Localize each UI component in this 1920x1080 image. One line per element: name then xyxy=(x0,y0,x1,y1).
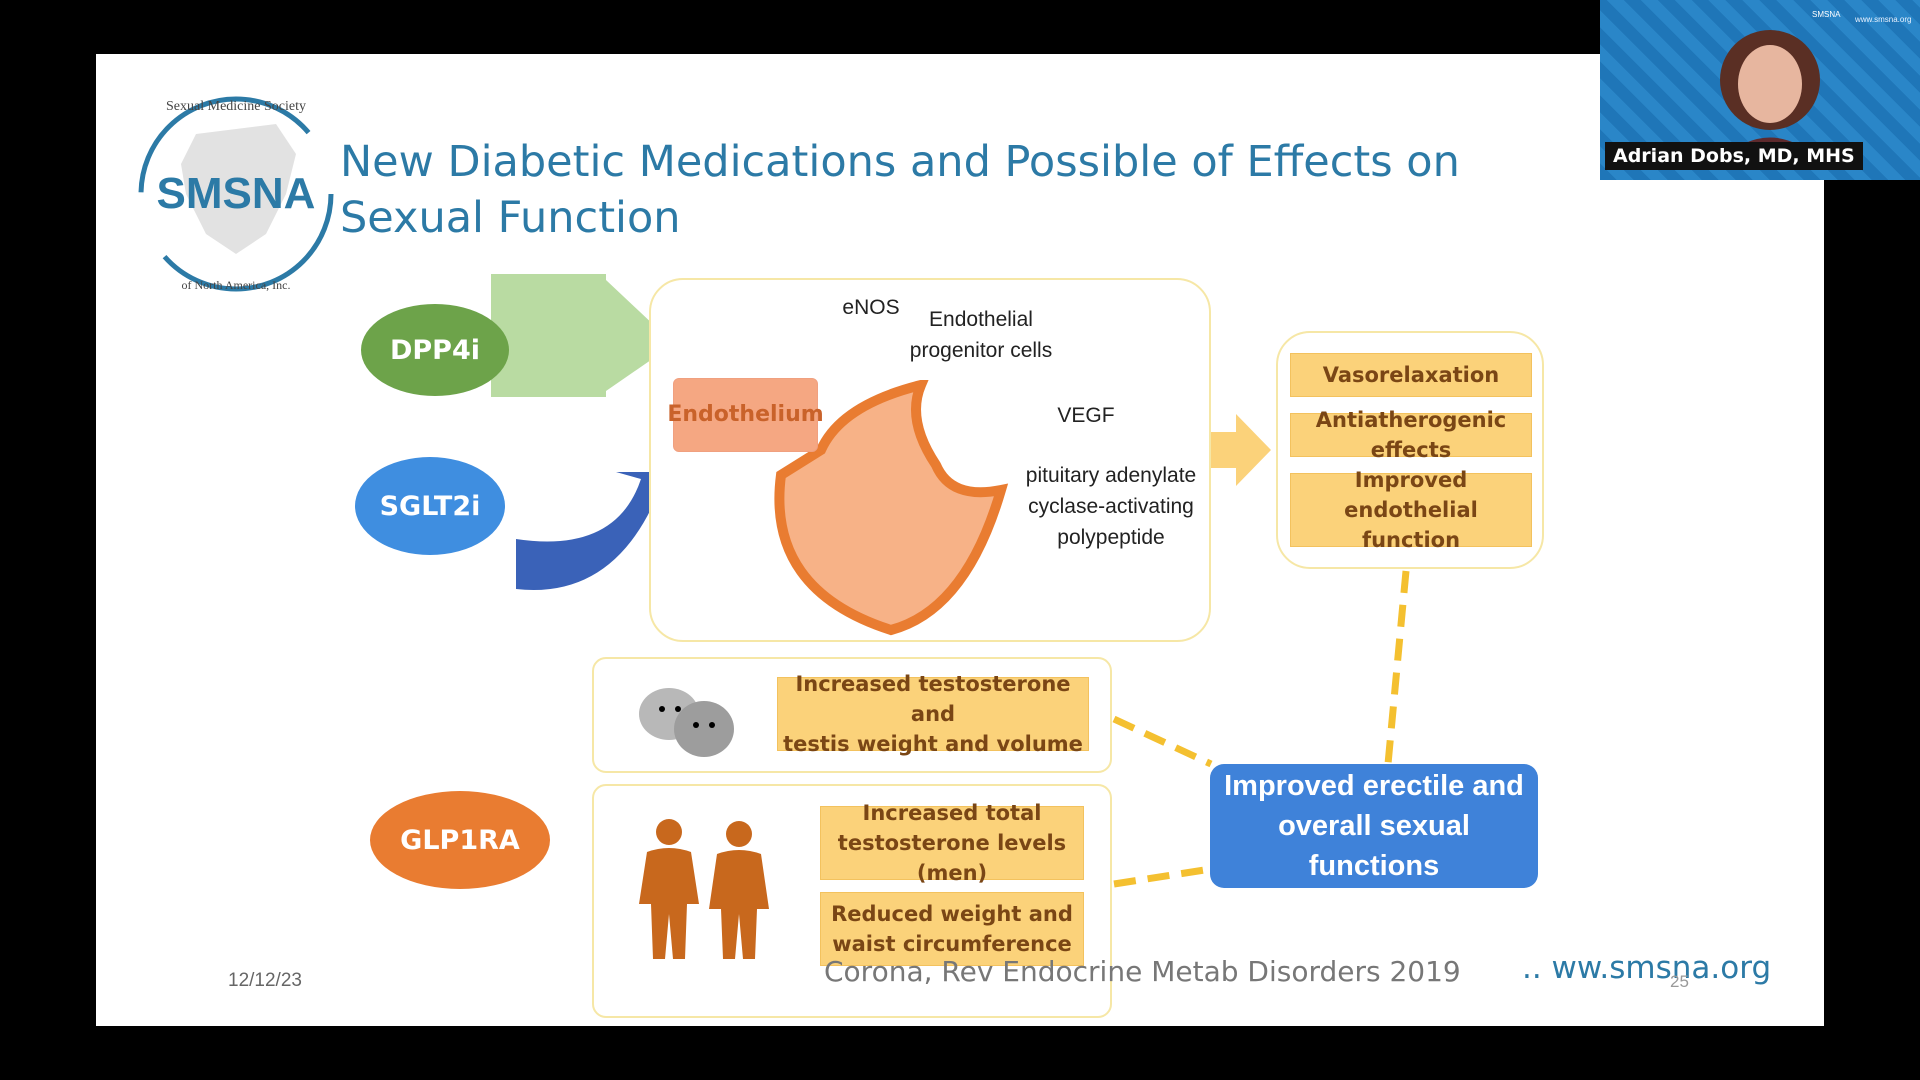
citation: Corona, Rev Endocrine Metab Disorders 20… xyxy=(824,955,1461,988)
sglt2i-pill: SGLT2i xyxy=(355,457,505,555)
enos-label: eNOS xyxy=(842,296,900,319)
vegf-label: VEGF xyxy=(1057,404,1115,427)
diagram-connectors xyxy=(491,274,1410,888)
website: .. ww.smsna.org xyxy=(1522,950,1772,986)
dpp4i-label: DPP4i xyxy=(389,334,481,366)
presenter-video[interactable]: SMSNA www.smsna.org Adrian Dobs, MD, MHS xyxy=(1600,0,1920,180)
effects-panel: Vasorelaxation Antiatherogenic effects I… xyxy=(1276,331,1544,569)
testosterone-outcome-connector xyxy=(1112,715,1213,768)
video-badge: SMSNA xyxy=(1812,10,1841,19)
endothelium-label: Endothelium xyxy=(667,378,824,452)
slide-title: New Diabetic Medications and Possible of… xyxy=(340,134,1540,246)
svg-text:SMSNA: SMSNA xyxy=(157,169,316,218)
smsna-logo: SMSNA Sexual Medicine Society of North A… xyxy=(126,84,346,309)
glp1ra-pill: GLP1RA xyxy=(370,791,550,889)
pacap-label: pituitary adenylate cyclase-activating p… xyxy=(1025,464,1197,549)
effects-arrow xyxy=(1211,414,1271,486)
glp1ra-label: GLP1RA xyxy=(400,824,520,856)
vessel-illustration xyxy=(774,380,1009,636)
progenitor-label: Endothelial progenitor cells xyxy=(909,308,1053,362)
title-line-1: New Diabetic Medications and Possible of… xyxy=(340,137,1460,187)
slide-date: 12/12/23 xyxy=(228,970,302,991)
presentation-slide: SMSNA Sexual Medicine Society of North A… xyxy=(96,54,1824,1026)
sglt2i-label: SGLT2i xyxy=(379,490,481,522)
title-line-2: Sexual Function xyxy=(340,193,681,243)
svg-text:of North America, Inc.: of North America, Inc. xyxy=(182,278,291,292)
total-outcome-connector xyxy=(1113,865,1212,888)
people-icon xyxy=(639,819,769,959)
antiatherogenic-box: Antiatherogenic effects xyxy=(1290,408,1532,462)
sglt2i-arrow xyxy=(516,472,676,590)
endothelium-panel: Endothelium eNOS Endothelial progenitor … xyxy=(649,278,1211,642)
dpp4i-arrow xyxy=(491,274,674,397)
hamster-icon xyxy=(639,688,734,757)
vasorelaxation-box: Vasorelaxation xyxy=(1290,353,1532,397)
slide-number: 25 xyxy=(1670,972,1689,991)
dpp4i-pill: DPP4i xyxy=(361,304,509,396)
svg-text:Sexual Medicine Society: Sexual Medicine Society xyxy=(166,99,306,114)
video-watermark: www.smsna.org xyxy=(1855,15,1912,24)
presenter-name: Adrian Dobs, MD, MHS xyxy=(1605,142,1863,170)
presenter-figure xyxy=(1720,30,1820,160)
effects-outcome-connector xyxy=(1384,570,1410,765)
